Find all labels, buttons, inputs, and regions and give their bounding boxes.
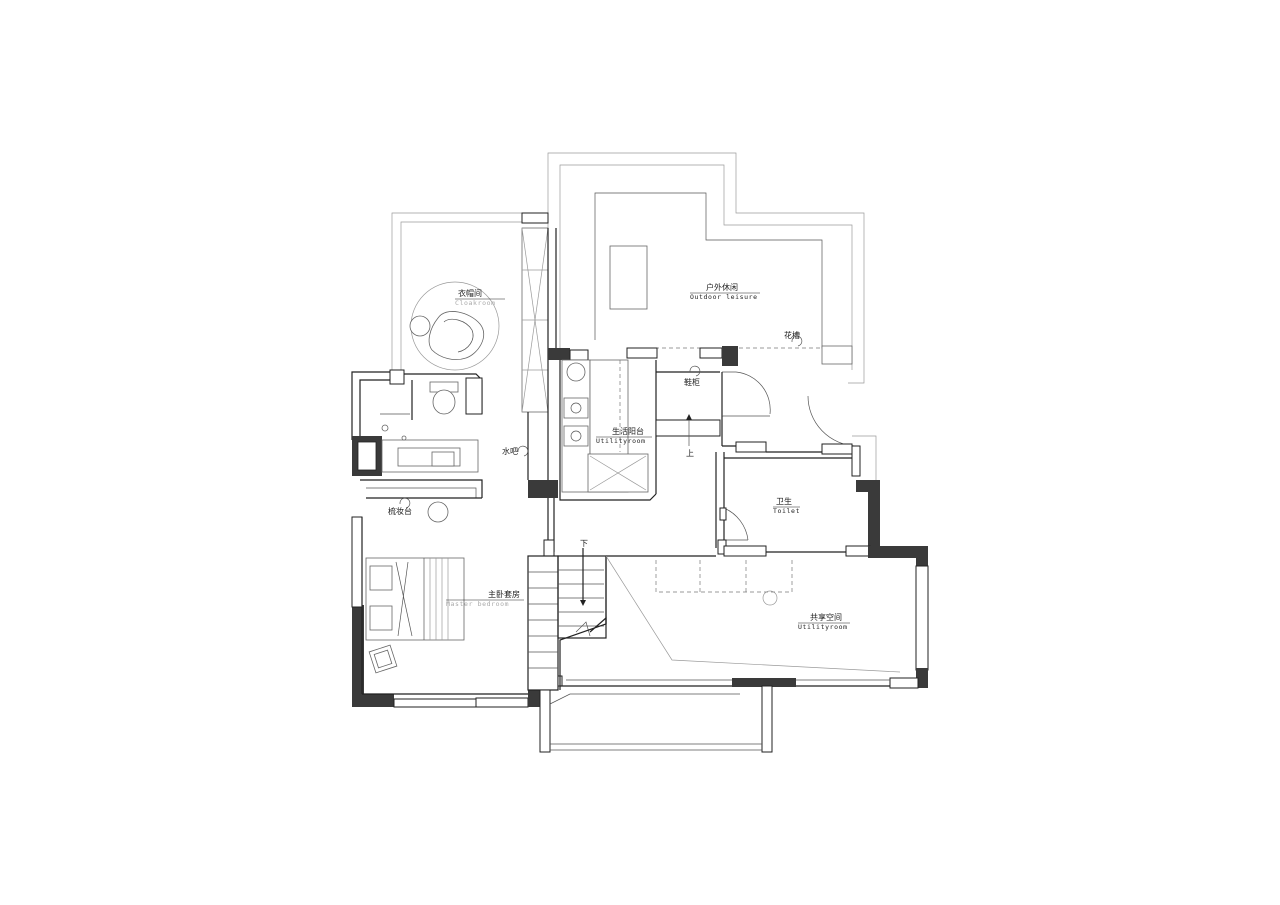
dryer xyxy=(563,425,589,447)
cloakroom-area xyxy=(391,212,549,413)
vanity-label: 梳妆台 xyxy=(388,506,412,516)
entry-doors xyxy=(721,371,877,480)
room-labels: 衣帽间 Cloakroom 户外休闲 Outdoor leisure 生活阳台 … xyxy=(446,282,850,631)
bottom-balcony xyxy=(539,685,773,753)
cloakroom-en: Cloakroom xyxy=(455,299,496,307)
outdoor-terrace-outline xyxy=(547,152,865,384)
outdoor-table xyxy=(609,245,648,310)
water-bar-label: 水吧 xyxy=(502,446,518,456)
label-outdoor-leisure: 户外休闲 Outdoor leisure xyxy=(690,282,760,301)
shared-space-en: Utilityroom xyxy=(798,623,848,631)
master-bedroom-area xyxy=(351,479,550,708)
label-utility-balcony: 生活阳台 Utilityroom xyxy=(596,426,652,445)
shared-space-area xyxy=(559,546,929,690)
up-stair-label: 上 xyxy=(686,449,694,458)
master-bathroom xyxy=(351,369,483,476)
staircase xyxy=(527,548,607,691)
down-stair-label: 下 xyxy=(580,539,588,548)
label-cloakroom: 衣帽间 Cloakroom xyxy=(455,288,505,307)
central-walls xyxy=(527,228,657,557)
annotations: 水吧 梳妆台 鞋柜 上 下 花槽 xyxy=(388,330,800,548)
label-master-bedroom: 主卧套房 Master bedroom xyxy=(446,589,524,608)
utility-balcony-area xyxy=(561,346,738,494)
shoe-cabinet-label: 鞋柜 xyxy=(684,377,700,387)
swing-markers xyxy=(399,335,803,509)
utility-balcony-cn: 生活阳台 xyxy=(612,426,644,436)
label-toilet: 卫生 Toilet xyxy=(773,496,800,515)
washing-machine xyxy=(563,397,589,419)
toilet-en: Toilet xyxy=(773,507,800,515)
toilet-cn: 卫生 xyxy=(776,496,792,506)
cloakroom-cn: 衣帽间 xyxy=(458,288,482,298)
master-bedroom-en: Master bedroom xyxy=(446,600,509,608)
master-bedroom-cn: 主卧套房 xyxy=(488,589,520,599)
outdoor-leisure-cn: 户外休闲 xyxy=(706,282,738,292)
toilet-room xyxy=(715,445,880,557)
shared-space-cn: 共享空间 xyxy=(810,612,842,622)
utility-balcony-en: Utilityroom xyxy=(596,437,646,445)
bed xyxy=(365,557,465,641)
outdoor-leisure-en: Outdoor leisure xyxy=(690,293,758,301)
planter-label: 花槽 xyxy=(784,330,800,340)
vanity-stool xyxy=(427,501,449,523)
label-shared-space: 共享空间 Utilityroom xyxy=(798,612,850,631)
